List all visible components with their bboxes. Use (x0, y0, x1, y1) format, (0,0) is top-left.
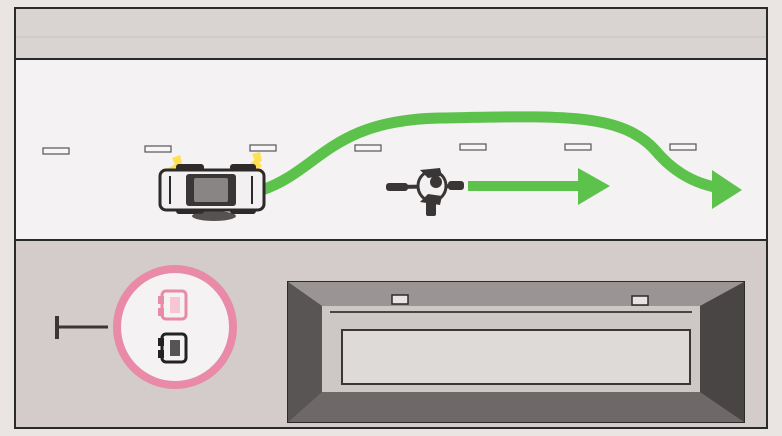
signpost (55, 316, 108, 339)
lane-divider (42, 143, 697, 155)
cyclist-path-arrow (468, 168, 610, 205)
overtaking-path-arrow (256, 111, 742, 209)
sign-car-black (158, 332, 188, 364)
bicycle-icon (386, 168, 464, 216)
road (16, 60, 766, 240)
top-sidewalk (16, 9, 766, 59)
car-icon (158, 152, 266, 221)
sign-car-pink (158, 289, 188, 321)
building-icon (287, 281, 745, 423)
no-overtaking-sign-icon (113, 265, 237, 389)
